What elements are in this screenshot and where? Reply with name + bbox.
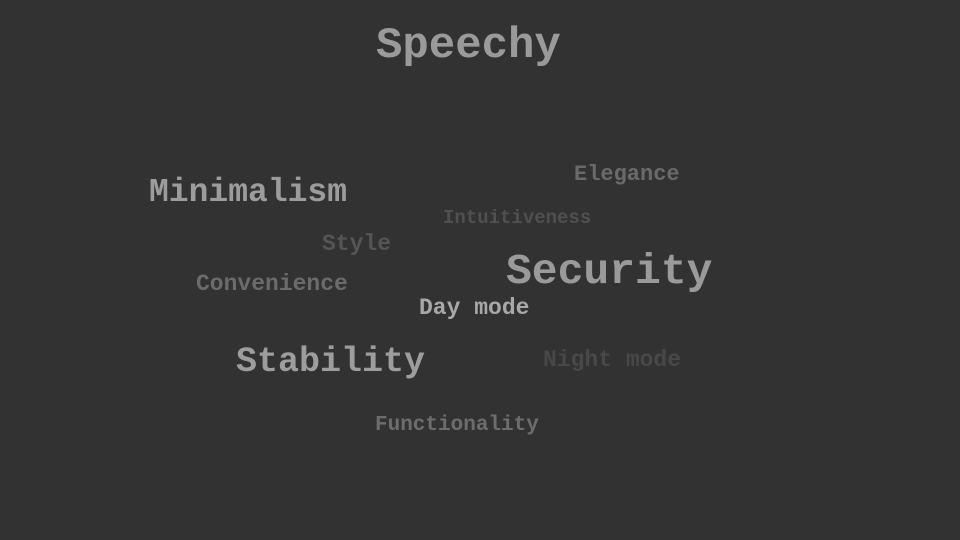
word-security: Security bbox=[506, 247, 713, 296]
word-functionality: Functionality bbox=[375, 414, 539, 437]
word-style: Style bbox=[322, 231, 392, 257]
word-minimalism: Minimalism bbox=[149, 174, 348, 211]
word-stability: Stability bbox=[236, 342, 426, 382]
page-title: Speechy bbox=[376, 21, 561, 71]
word-elegance: Elegance bbox=[574, 162, 680, 187]
word-convenience: Convenience bbox=[196, 271, 348, 297]
word-night-mode: Night mode bbox=[543, 347, 682, 373]
word-day-mode: Day mode bbox=[419, 295, 530, 321]
word-intuitiveness: Intuitiveness bbox=[443, 207, 592, 229]
